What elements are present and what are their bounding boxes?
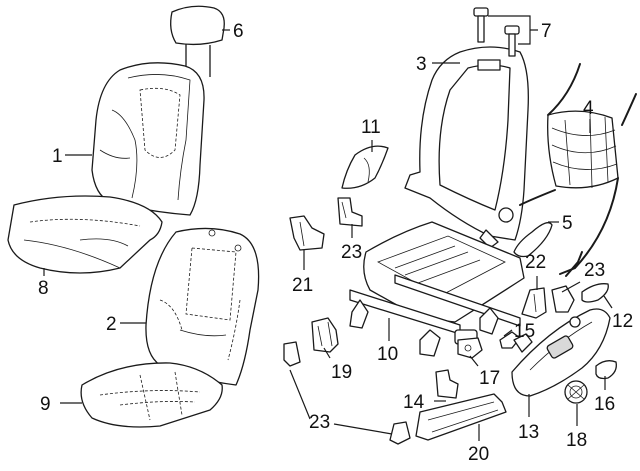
bracket-left-part — [283, 341, 301, 367]
connector-15-part — [499, 331, 533, 353]
callout-23-upper: 23 — [341, 242, 362, 263]
switch-knob-part — [595, 360, 617, 380]
callout-21: 21 — [292, 275, 313, 296]
callout-5: 5 — [562, 213, 573, 234]
callout-17: 17 — [479, 368, 500, 389]
side-shield-part — [511, 308, 611, 397]
handle-12-part — [581, 283, 609, 303]
motor-17-part — [457, 337, 483, 359]
callout-9: 9 — [40, 394, 51, 415]
seat-cushion-pad-part — [80, 362, 223, 428]
frame-trim-part — [513, 222, 553, 258]
shield-cap-part — [341, 145, 389, 189]
bracket-right-part — [551, 251, 583, 313]
callout-7: 7 — [541, 21, 552, 42]
callout-4: 4 — [583, 98, 594, 119]
seat-back-pad-part — [145, 227, 260, 386]
callout-12: 12 — [612, 311, 633, 332]
leader-lines — [43, 15, 613, 441]
bolt-part — [473, 7, 520, 57]
callout-14: 14 — [403, 392, 425, 413]
callout-19: 19 — [331, 362, 352, 383]
bracket-19-part — [311, 317, 339, 353]
callout-23-lower: 23 — [309, 412, 330, 433]
seat-adjuster-part — [349, 221, 525, 357]
callout-1: 1 — [52, 146, 63, 167]
side-shield-lower-part — [415, 393, 507, 441]
knob-part — [564, 380, 588, 404]
callout-16: 16 — [594, 394, 615, 415]
callout-8: 8 — [38, 278, 49, 299]
callout-3: 3 — [416, 54, 427, 75]
callout-13: 13 — [518, 422, 539, 443]
bracket-bottom-part — [389, 421, 411, 445]
callout-20: 20 — [468, 444, 489, 465]
seat-cushion-cover-part — [7, 195, 163, 274]
callout-18: 18 — [566, 430, 587, 451]
callout-11: 11 — [361, 117, 381, 138]
bracket-21-part — [289, 215, 325, 251]
callout-6: 6 — [233, 21, 244, 42]
seat-back-frame-part — [404, 46, 529, 249]
callout-22: 22 — [525, 252, 546, 273]
headrest-part — [170, 5, 225, 77]
callout-15: 15 — [514, 321, 535, 342]
callout-23-right: 23 — [584, 260, 605, 281]
bracket-upper-part — [337, 197, 363, 227]
callout-labels: 1 2 3 4 5 6 7 8 9 10 11 12 13 14 15 16 1… — [38, 21, 633, 465]
callout-10: 10 — [377, 344, 398, 365]
seat-back-cover-part — [91, 62, 205, 216]
bracket-14-part — [435, 369, 459, 399]
callout-2: 2 — [106, 314, 117, 335]
bracket-22-part — [521, 287, 547, 319]
lumbar-support-part — [519, 63, 637, 275]
